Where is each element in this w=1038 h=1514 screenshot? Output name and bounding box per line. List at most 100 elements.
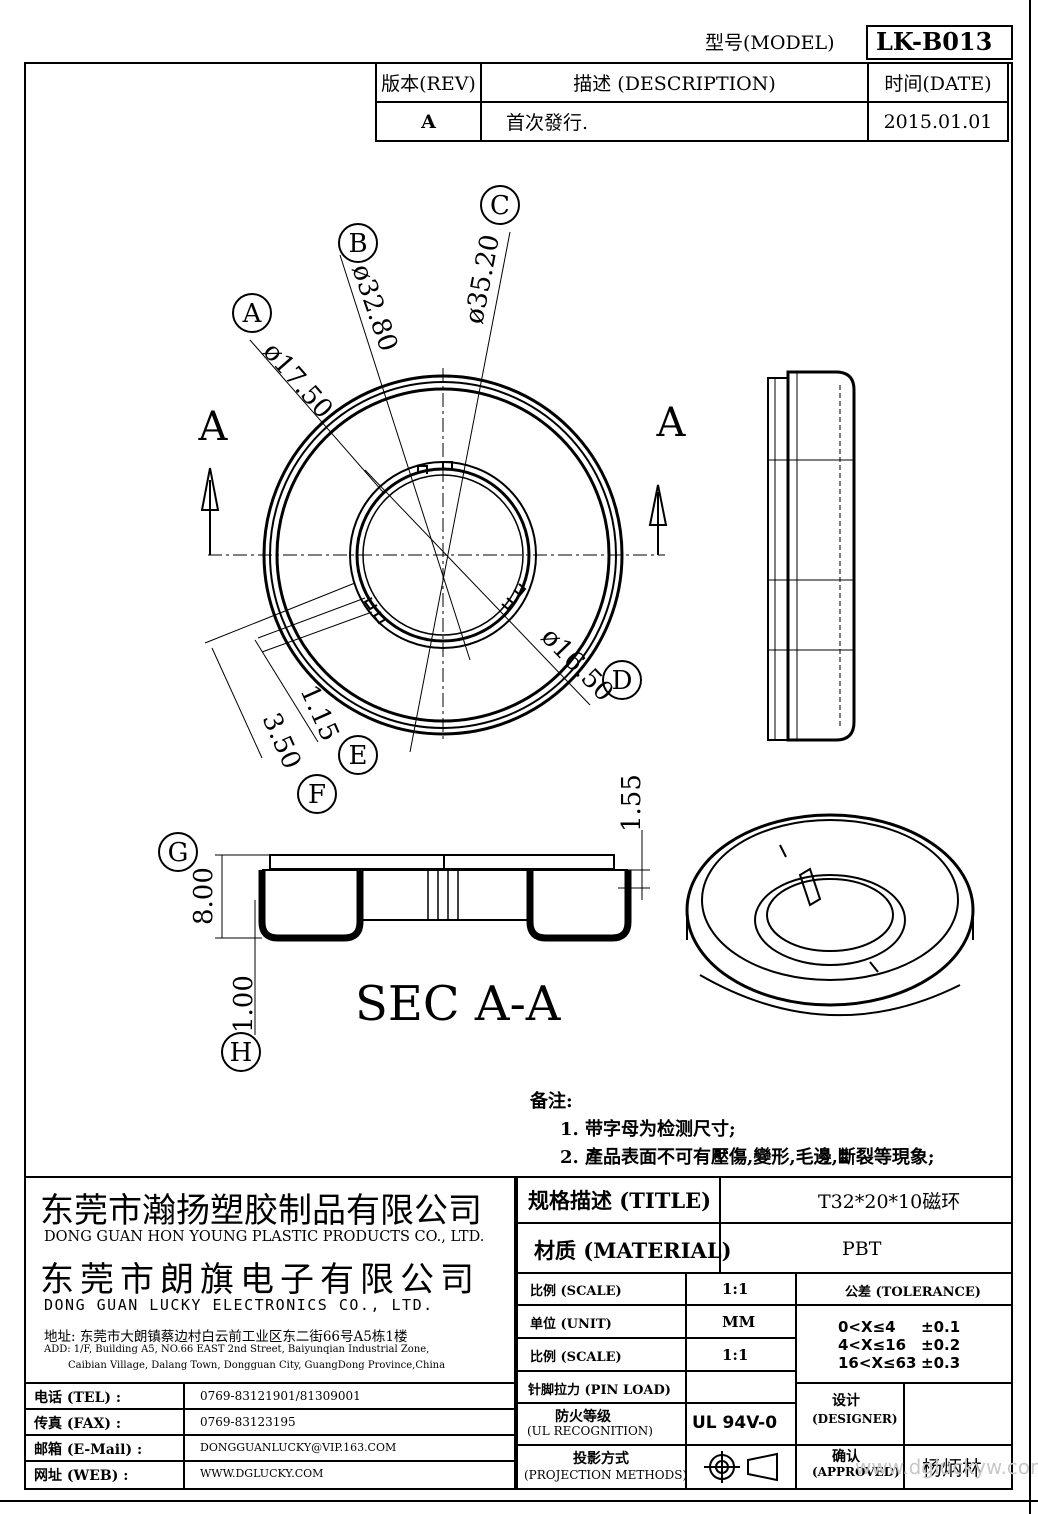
col-divider bbox=[685, 1274, 687, 1488]
tolerance-label: 公差 (TOLERANCE) bbox=[845, 1285, 981, 1300]
scale-label: 比例 (SCALE) bbox=[530, 1284, 622, 1299]
company-name-cn-2: 东莞市朗旗电子有限公司 bbox=[40, 1260, 480, 1300]
row-divider bbox=[518, 1222, 1011, 1224]
row-divider bbox=[518, 1402, 797, 1404]
web-value: WWW.DGLUCKY.COM bbox=[200, 1467, 324, 1480]
revision-header-row: 版本(REV) 描述 (DESCRIPTION) 时间(DATE) bbox=[375, 62, 1009, 103]
dim-a: ø17.50 bbox=[257, 337, 339, 425]
title-value: T32*20*10磁环 bbox=[818, 1191, 961, 1213]
rev-value: A bbox=[375, 101, 482, 142]
dim-d: ø16.50 bbox=[535, 622, 619, 708]
fax-value: 0769-83123195 bbox=[200, 1415, 296, 1429]
tel-label: 电话 (TEL) : bbox=[34, 1390, 122, 1406]
address-cn: 地址: 东莞市大朗镇蔡边村白云前工业区东二街66号A5栋1楼 bbox=[44, 1329, 408, 1345]
side-view bbox=[767, 370, 856, 742]
marker-a: A bbox=[242, 299, 263, 329]
scale-value: 1:1 bbox=[722, 1280, 749, 1298]
description-header: 描述 (DESCRIPTION) bbox=[480, 62, 869, 103]
row-divider bbox=[518, 1370, 797, 1372]
contact-divider bbox=[183, 1384, 185, 1488]
dim-b: ø32.80 bbox=[345, 261, 403, 356]
col-divider bbox=[903, 1382, 905, 1488]
marker-g: G bbox=[168, 838, 189, 868]
row-divider bbox=[26, 1408, 514, 1410]
tolerance-range: 16<X≤63 bbox=[838, 1354, 917, 1372]
ul-label: 防火等级 bbox=[555, 1409, 611, 1425]
company-name-en-2: DONG GUAN LUCKY ELECTRONICS CO., LTD. bbox=[44, 1296, 434, 1314]
tel-value: 0769-83121901/81309001 bbox=[200, 1389, 361, 1403]
approved-label-en: (APPROVED) bbox=[812, 1465, 900, 1479]
designer-label: 设计 bbox=[832, 1393, 860, 1409]
address-en-2: Caibian Village, Dalang Town, Dongguan C… bbox=[68, 1360, 446, 1371]
material-value: PBT bbox=[842, 1238, 882, 1260]
dim-c: ø35.20 bbox=[459, 232, 506, 326]
marker-d: D bbox=[612, 666, 633, 696]
marker-h: H bbox=[230, 1038, 253, 1068]
marker-e: E bbox=[349, 741, 368, 771]
note-item: 2. 產品表面不可有壓傷,變形,毛邊,斷裂等現象; bbox=[560, 1147, 935, 1168]
date-header: 时间(DATE) bbox=[867, 62, 1009, 103]
col-divider bbox=[795, 1274, 797, 1488]
email-label: 邮箱 (E-Mail) : bbox=[34, 1442, 143, 1458]
section-arrow-left-label: A bbox=[198, 404, 229, 450]
notes: 备注: 1. 带字母为检测尺寸; 2. 產品表面不可有壓傷,變形,毛邊,斷裂等現… bbox=[530, 1088, 935, 1172]
scale2-label: 比例 (SCALE) bbox=[530, 1350, 622, 1365]
dim-top: 1.55 bbox=[617, 774, 647, 832]
section-view bbox=[215, 830, 650, 1035]
tolerance-range: 4<X≤16 bbox=[838, 1336, 907, 1354]
approved-label: 确认 bbox=[832, 1449, 860, 1465]
col-divider bbox=[719, 1178, 721, 1272]
revision-table: 版本(REV) 描述 (DESCRIPTION) 时间(DATE) A 首次發行… bbox=[375, 62, 1009, 142]
model-number: LK-B013 bbox=[866, 25, 1013, 60]
row-divider bbox=[518, 1337, 797, 1339]
section-arrow-right-label: A bbox=[656, 400, 687, 446]
outer-border-bottom bbox=[0, 1500, 1038, 1502]
dim-g: 8.00 bbox=[189, 867, 219, 925]
row-divider bbox=[518, 1304, 1011, 1306]
unit-value: MM bbox=[722, 1313, 756, 1331]
row-divider bbox=[26, 1460, 514, 1462]
ul-value: UL 94V-0 bbox=[692, 1413, 778, 1433]
email-value: DONGGUANLUCKY@VIP.163.COM bbox=[200, 1441, 397, 1454]
tolerance-value: ±0.3 bbox=[921, 1354, 961, 1372]
date-value: 2015.01.01 bbox=[867, 101, 1009, 142]
outer-border-right bbox=[1029, 0, 1031, 1514]
material-label: 材质 (MATERIAL) bbox=[534, 1238, 732, 1263]
technical-drawing: A B C D E F G H A A ø17.50 ø32.80 ø35.20… bbox=[158, 185, 975, 1072]
rev-header: 版本(REV) bbox=[375, 62, 482, 103]
isometric-view bbox=[685, 813, 975, 1017]
description-value: 首次發行. bbox=[480, 101, 869, 142]
section-title: SEC A-A bbox=[355, 976, 562, 1032]
row-divider bbox=[797, 1382, 1011, 1384]
note-item: 1. 带字母为检测尺寸; bbox=[560, 1119, 736, 1140]
address-en-1: ADD: 1/F, Building A5, NO.66 EAST 2nd St… bbox=[44, 1344, 430, 1355]
spec-block bbox=[516, 1176, 1013, 1490]
projection-symbol-icon bbox=[704, 1451, 778, 1483]
ul-label-en: (UL RECOGNITION) bbox=[527, 1424, 653, 1438]
notes-title: 备注: bbox=[530, 1091, 573, 1112]
marker-c: C bbox=[490, 191, 510, 221]
dim-f: 3.50 bbox=[256, 709, 307, 774]
pin-load-label: 针脚拉力 (PIN LOAD) bbox=[528, 1383, 671, 1398]
tolerance-value: ±0.2 bbox=[921, 1336, 961, 1354]
scale2-value: 1:1 bbox=[722, 1346, 749, 1364]
projection-label: 投影方式 bbox=[573, 1451, 629, 1467]
projection-label-en: (PROJECTION METHODS) bbox=[524, 1468, 688, 1482]
contact-block bbox=[24, 1382, 516, 1490]
tolerance-value: ±0.1 bbox=[921, 1318, 961, 1336]
marker-f: F bbox=[308, 780, 326, 810]
tolerance-range: 0<X≤4 bbox=[838, 1318, 896, 1336]
company-name-cn-1: 东莞市瀚扬塑胶制品有限公司 bbox=[40, 1191, 482, 1231]
marker-b: B bbox=[348, 229, 367, 259]
title-label: 规格描述 (TITLE) bbox=[528, 1188, 712, 1213]
approved-value: 杨炳林 bbox=[922, 1456, 982, 1480]
company-name-en-1: DONG GUAN HON YOUNG PLASTIC PRODUCTS CO.… bbox=[44, 1229, 485, 1245]
watermark: www.dgluckyw.com bbox=[855, 1455, 1038, 1479]
revision-row: A 首次發行. 2015.01.01 bbox=[375, 101, 1009, 142]
unit-label: 单位 (UNIT) bbox=[530, 1317, 612, 1332]
fax-label: 传真 (FAX) : bbox=[34, 1416, 122, 1432]
row-divider bbox=[518, 1444, 1011, 1446]
model-label: 型号(MODEL) bbox=[705, 32, 835, 54]
dim-h: 1.00 bbox=[229, 975, 259, 1033]
row-divider bbox=[26, 1434, 514, 1436]
